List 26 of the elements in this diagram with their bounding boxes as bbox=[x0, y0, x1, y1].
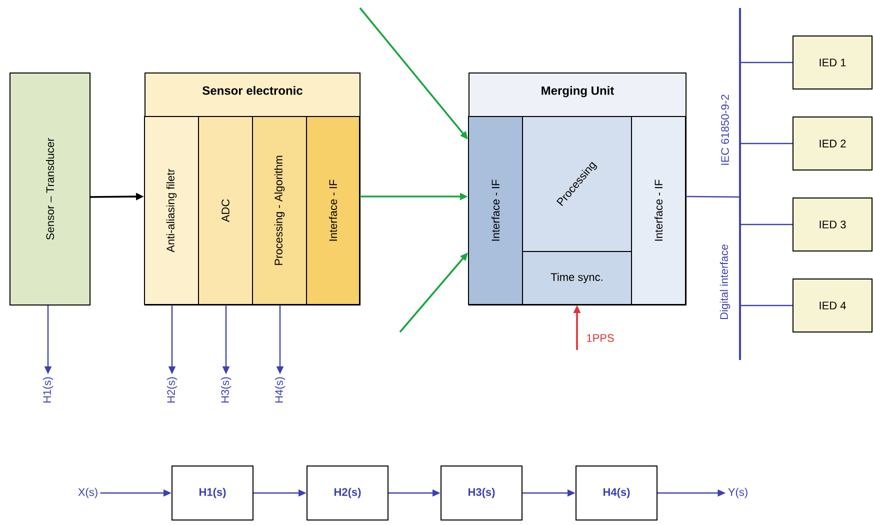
block-box: Interface - IF bbox=[306, 116, 360, 305]
function-label: H3(s) bbox=[220, 377, 232, 403]
block-box: Interface - IF bbox=[468, 116, 523, 305]
device-box: IED 4 bbox=[792, 278, 872, 332]
signal-label: X(s) bbox=[78, 488, 98, 498]
signal-label: Y(s) bbox=[728, 488, 748, 498]
block-box: Interface - IF bbox=[631, 116, 686, 305]
function-box: H1(s) bbox=[172, 466, 254, 520]
bus-line bbox=[739, 8, 741, 360]
block-box: Anti-aliasing filetr bbox=[144, 116, 199, 305]
function-box: H2(s) bbox=[306, 466, 388, 520]
function-box: H3(s) bbox=[440, 466, 522, 520]
function-label: H1(s) bbox=[42, 377, 54, 403]
block-box: Time sync. bbox=[522, 251, 632, 305]
block-box: Processing - Algorithm bbox=[252, 116, 307, 305]
function-label: H4(s) bbox=[274, 377, 286, 403]
function-box: H4(s) bbox=[576, 466, 658, 520]
device-box: IED 3 bbox=[792, 198, 872, 252]
sensor-box: Sensor – Transducer bbox=[10, 72, 90, 306]
device-box: IED 1 bbox=[792, 36, 872, 90]
function-label: H2(s) bbox=[166, 377, 178, 403]
edge-label: 1PPS bbox=[587, 334, 614, 342]
block-box: ADC bbox=[198, 116, 253, 305]
device-box: IED 2 bbox=[792, 116, 872, 170]
bus-label: IEC 61850-9-2 bbox=[721, 94, 729, 165]
bus-label: Digital interface bbox=[720, 244, 730, 319]
